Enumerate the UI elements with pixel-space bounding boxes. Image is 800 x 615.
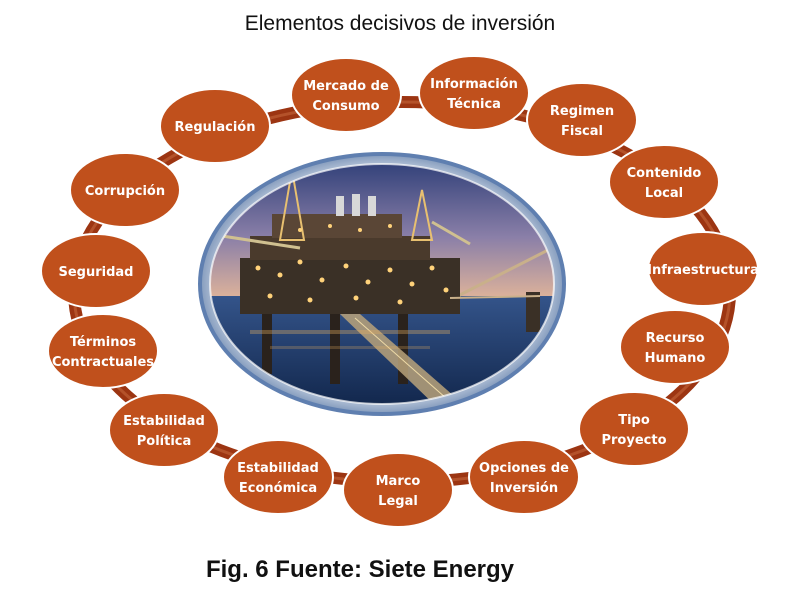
node-infraestructura: Infraestructura [647,231,759,307]
node-terminos-label: Términos [70,335,137,350]
figure-caption: Fig. 6 Fuente: Siete Energy [205,556,515,583]
node-mercado-shape [290,57,402,133]
node-estab-economica-label: Estabilidad [237,461,319,476]
node-estab-politica-shape [108,392,220,468]
node-seguridad: Seguridad [40,233,152,309]
node-marco-shape [342,452,454,528]
node-informacion-label: Información [430,77,518,92]
node-terminos-label: Contractuales [52,355,154,370]
node-regulacion: Regulación [159,88,271,164]
node-recurso-shape [619,309,731,385]
node-regulacion-shape [159,88,271,164]
node-corrupcion-label: Corrupción [85,184,165,199]
node-estab-politica-label: Política [137,434,192,449]
node-contenido-label: Contenido [627,166,702,181]
node-opciones-label: Inversión [490,481,558,496]
node-mercado-label: Mercado de [303,79,389,94]
node-regulacion-label: Regulación [175,120,256,135]
node-opciones-label: Opciones de [479,461,569,476]
node-tipo-label: Proyecto [601,433,666,448]
node-infraestructura-label: Infraestructura [647,263,759,278]
node-regimen-shape [526,82,638,158]
node-corrupcion: Corrupción [69,152,181,228]
node-regimen-label: Regimen [550,104,614,119]
node-informacion-label: Técnica [447,97,501,112]
node-seguridad-shape [40,233,152,309]
node-recurso-label: Recurso [646,331,705,346]
node-tipo-label: Tipo [618,413,650,428]
node-recurso-label: Humano [645,351,706,366]
node-tipo-shape [578,391,690,467]
node-estab-economica-shape [222,439,334,515]
central-platform-image [198,152,566,416]
node-estab-economica-label: Económica [239,481,317,496]
node-contenido-shape [608,144,720,220]
node-mercado: Mercado de Consumo [290,57,402,133]
diagram-title: Elementos decisivos de inversión [244,12,556,35]
node-marco-label: Legal [378,494,418,509]
node-regimen-label: Fiscal [561,124,603,139]
node-informacion-shape [418,55,530,131]
node-seguridad-label: Seguridad [59,265,134,280]
node-opciones: Opciones de Inversión [468,439,580,515]
node-terminos-shape [47,313,159,389]
node-marco-label: Marco [376,474,421,489]
node-mercado-label: Consumo [312,99,379,114]
node-infraestructura-shape [647,231,759,307]
node-contenido-label: Local [645,186,683,201]
node-estab-politica-label: Estabilidad [123,414,205,429]
node-corrupcion-shape [69,152,181,228]
node-opciones-shape [468,439,580,515]
